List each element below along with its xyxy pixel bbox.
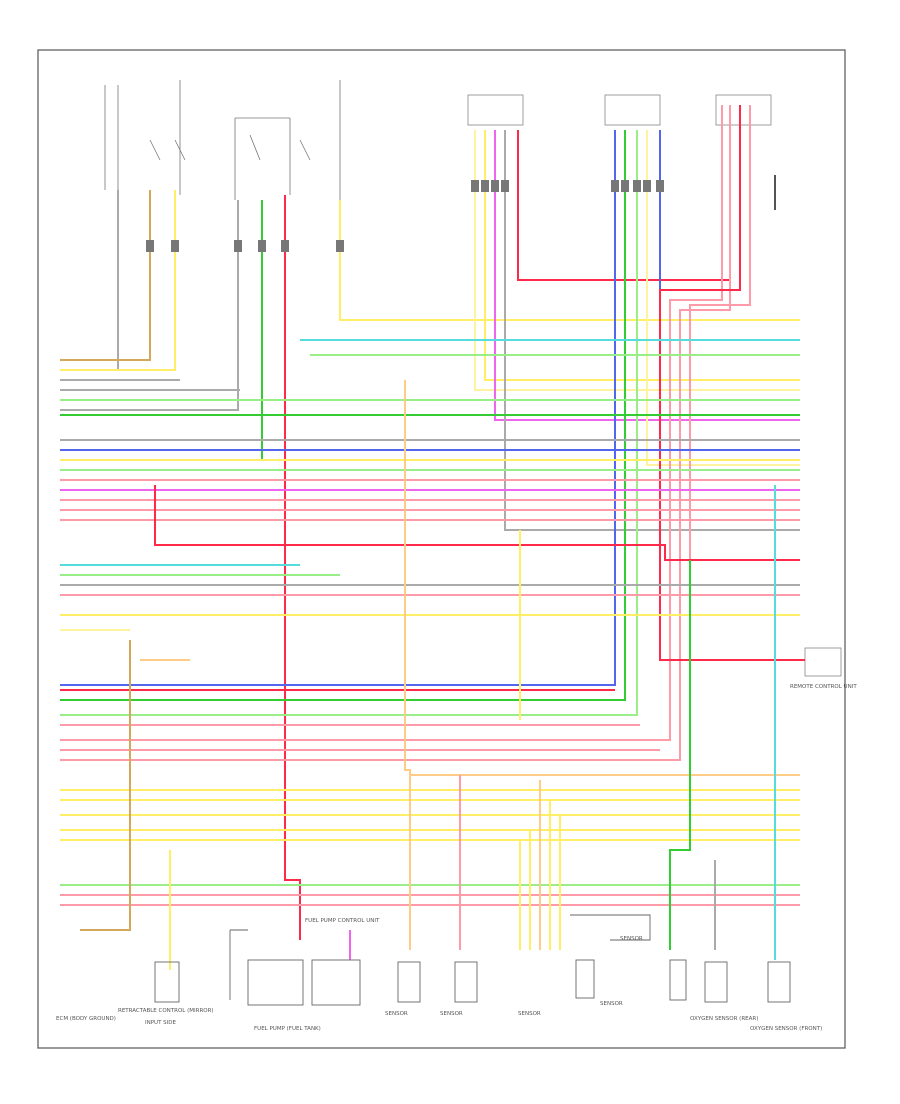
label-sensor-3: SENSOR bbox=[518, 1011, 541, 1017]
label-input-side: INPUT SIDE bbox=[145, 1020, 177, 1026]
component-labels: ECM (BODY GROUND) RETRACTABLE CONTROL (M… bbox=[56, 684, 857, 1032]
label-ecm: ECM (BODY GROUND) bbox=[56, 1016, 116, 1022]
diagram-border bbox=[37, 49, 846, 1049]
label-sensor-2: SENSOR bbox=[440, 1011, 463, 1017]
horizontal-trunk-wires bbox=[60, 339, 800, 906]
top-center-connector bbox=[467, 94, 842, 677]
bottom-vertical-drops bbox=[80, 380, 776, 970]
connector-pins bbox=[146, 180, 664, 252]
label-oxygen-rear: OXYGEN SENSOR (REAR) bbox=[690, 1016, 758, 1022]
label-sensor-1: SENSOR bbox=[385, 1011, 408, 1017]
label-sensor-4: SENSOR bbox=[600, 1001, 623, 1007]
label-fuel-pump: FUEL PUMP (FUEL TANK) bbox=[254, 1026, 321, 1032]
bottom-components bbox=[154, 914, 791, 1006]
label-retractable-control: RETRACTABLE CONTROL (MIRROR) bbox=[118, 1008, 214, 1014]
label-fuel-pump-control: FUEL PUMP CONTROL UNIT bbox=[305, 918, 380, 924]
top-right-vertical-wires bbox=[60, 105, 805, 850]
label-oxygen-front: OXYGEN SENSOR (FRONT) bbox=[750, 1026, 822, 1032]
label-remote-control: REMOTE CONTROL UNIT bbox=[790, 684, 857, 690]
label-sensor-5: SENSOR bbox=[620, 936, 643, 942]
top-left-switch-group bbox=[104, 80, 341, 200]
